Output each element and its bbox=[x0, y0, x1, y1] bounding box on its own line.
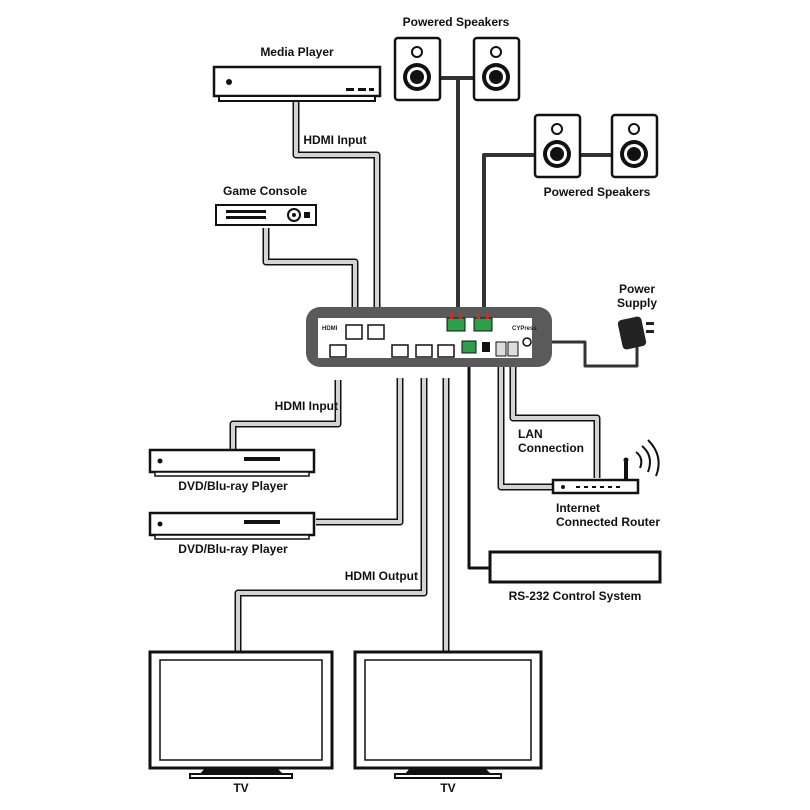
audio-terminal-2 bbox=[473, 313, 493, 332]
device-hdmi-label: HDMI bbox=[322, 326, 338, 332]
power-supply bbox=[617, 316, 654, 350]
powered-speakers-top bbox=[393, 36, 521, 102]
hdmi-matrix-device: HDMI CYPress bbox=[306, 307, 552, 367]
dvd-player-2-label: DVD/Blu-ray Player bbox=[178, 542, 288, 556]
lan-label-line2: Connection bbox=[518, 441, 584, 455]
power-supply-label-line1: Power bbox=[619, 282, 655, 296]
powered-speakers-mid bbox=[533, 113, 659, 179]
rs232-terminal bbox=[461, 340, 477, 354]
speaker-top-left bbox=[393, 36, 442, 102]
dvd1-hdmi-cable bbox=[229, 380, 342, 452]
rs232-control-system bbox=[488, 550, 662, 584]
hdmi-in-port-3 bbox=[329, 344, 347, 358]
rs232-label: RS-232 Control System bbox=[509, 589, 642, 603]
power-supply-label-line2: Supply bbox=[617, 296, 657, 310]
hdmi-input-left-label: HDMI Input bbox=[275, 399, 338, 413]
hdmi-input-top-label: HDMI Input bbox=[303, 133, 366, 147]
tv-1-label: TV bbox=[233, 781, 248, 795]
dvd-player-2 bbox=[148, 511, 316, 540]
device-brand: CYPress bbox=[512, 326, 537, 332]
speaker-cable-mid bbox=[482, 153, 612, 318]
wifi-icon bbox=[635, 439, 660, 477]
speaker-top-right bbox=[472, 36, 521, 102]
lan-port-1 bbox=[495, 341, 507, 357]
tv-2-label: TV bbox=[440, 781, 455, 795]
game-console bbox=[215, 204, 317, 226]
game-console-label: Game Console bbox=[223, 184, 307, 198]
tv-2 bbox=[353, 650, 543, 779]
lan-port-2 bbox=[507, 341, 519, 357]
speaker-mid-left bbox=[533, 113, 582, 179]
powered-speakers-mid-label: Powered Speakers bbox=[544, 185, 651, 199]
router bbox=[551, 457, 640, 495]
lan-label-line1: LAN bbox=[518, 427, 543, 441]
speaker-mid-right bbox=[610, 113, 659, 179]
lan-cable-outer bbox=[497, 362, 553, 491]
hdmi-in-port-1 bbox=[345, 324, 363, 340]
router-label-line1: Internet bbox=[556, 501, 600, 515]
game-console-hdmi-cable bbox=[262, 228, 359, 320]
dvd-player-1-label: DVD/Blu-ray Player bbox=[178, 479, 288, 493]
audio-terminal-1 bbox=[446, 313, 466, 332]
media-player bbox=[212, 65, 382, 102]
hdmi-in-port-4 bbox=[391, 344, 409, 358]
hdmi-output-label: HDMI Output bbox=[345, 569, 418, 583]
powered-speakers-top-label: Powered Speakers bbox=[403, 15, 510, 29]
usb-port bbox=[482, 342, 490, 352]
power-jack bbox=[522, 337, 532, 347]
tv-1 bbox=[148, 650, 334, 779]
power-cable bbox=[532, 340, 639, 368]
media-player-label: Media Player bbox=[260, 45, 334, 59]
rs232-cable bbox=[467, 352, 490, 570]
dvd-player-1 bbox=[148, 448, 316, 477]
hdmi-in-port-2 bbox=[367, 324, 385, 340]
hdmi-out-port-2 bbox=[437, 344, 455, 358]
cables bbox=[229, 76, 639, 651]
router-label-line2: Connected Router bbox=[556, 515, 660, 529]
hdmi-out-port-1 bbox=[415, 344, 433, 358]
